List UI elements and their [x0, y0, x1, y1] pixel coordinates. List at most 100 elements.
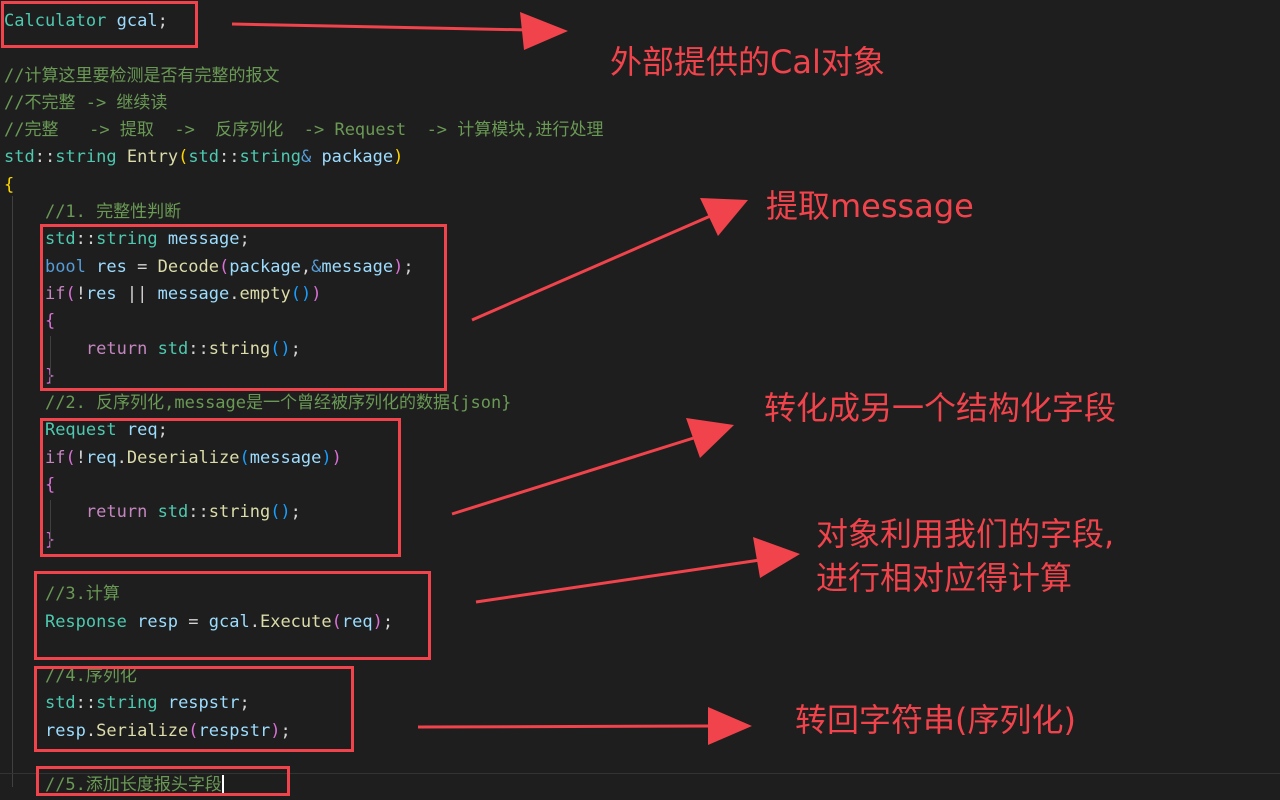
code-token: ( [331, 611, 342, 632]
code-token: //1. 完整性判断 [44, 202, 182, 223]
code-token: ( [65, 447, 76, 468]
code-line: if(!req.Deserialize(message)) [4, 445, 604, 472]
code-token: . [85, 720, 97, 741]
code-token: Response [44, 611, 127, 632]
arrow-head-compute [753, 537, 800, 578]
code-token: message [167, 229, 240, 250]
code-token: :: [75, 229, 97, 250]
code-token: return [85, 338, 148, 359]
code-token: std [157, 502, 189, 523]
highlight-box-gcal [1, 1, 198, 48]
code-line: std::string message; [4, 226, 604, 253]
code-token: string [208, 502, 271, 523]
code-token: ; [403, 256, 414, 277]
code-token: res [96, 256, 127, 277]
arrow-deserialize [451, 434, 701, 516]
code-token: req [85, 447, 117, 468]
code-token: ; [290, 338, 301, 359]
code-token: respstr [198, 720, 271, 741]
code-token: //计算这里要检测是否有完整的报文 [4, 65, 280, 86]
arrow-head-deserialize [686, 418, 734, 458]
code-token: //3.计算 [44, 584, 120, 605]
code-editor[interactable]: Calculator gcal; //计算这里要检测是否有完整的报文//不完整 … [4, 8, 604, 800]
code-line: std::string Entry(std::string& package) [4, 144, 604, 171]
code-token: if [44, 447, 66, 468]
code-line: //2. 反序列化,message是一个曾经被序列化的数据{json} [4, 390, 604, 417]
arrow-extract [471, 212, 716, 322]
code-token: ) [393, 256, 404, 277]
code-line: if(!res || message.empty()) [4, 281, 604, 308]
arrow-head-serialize [708, 707, 752, 745]
code-line: //1. 完整性判断 [4, 199, 604, 226]
code-token: req [341, 611, 373, 632]
code-line: Request req; [4, 417, 604, 444]
code-line: resp.Serialize(respstr); [4, 718, 604, 745]
code-token: ; [157, 11, 168, 31]
code-token: gcal [208, 611, 250, 632]
code-token: :: [34, 147, 56, 168]
code-line: //3.计算 [4, 581, 604, 608]
arrow-head-extract [700, 198, 748, 236]
code-token: :: [188, 338, 209, 359]
code-token: //不完整 -> 继续读 [4, 92, 168, 113]
code-token: ; [239, 693, 250, 714]
code-line: { [4, 172, 604, 199]
annotation-gcal: 外部提供的Cal对象 [610, 43, 885, 81]
code-token: string [208, 338, 271, 359]
indent-guide [50, 336, 51, 384]
annotation-extract: 提取message [766, 187, 974, 225]
code-token: ; [280, 720, 291, 741]
code-token: std [4, 147, 35, 168]
code-token: ) [321, 447, 332, 468]
highlight-box-serialize [34, 666, 354, 752]
annotation-compute: 对象利用我们的字段, 进行相对应得计算 [816, 515, 1115, 597]
code-token: std [188, 147, 220, 168]
code-token: . [249, 611, 260, 632]
code-token: ) [270, 720, 281, 741]
code-token: = [178, 611, 209, 632]
code-token: res [85, 283, 117, 304]
code-token: ; [290, 502, 301, 523]
code-token: ( [178, 147, 189, 168]
annotation-deserialize: 转化成另一个结构化字段 [764, 389, 1117, 427]
code-token: { [44, 311, 56, 332]
editor-line-divider [0, 773, 1280, 774]
code-token: package [229, 256, 301, 277]
code-token: gcal [116, 11, 158, 31]
code-token: ; [382, 611, 394, 632]
code-line: { [4, 308, 604, 335]
code-token: ) [331, 447, 342, 468]
code-line: Response resp = gcal.Execute(req); [4, 609, 604, 636]
code-token: message [249, 447, 322, 468]
code-token: //2. 反序列化,message是一个曾经被序列化的数据{json} [44, 393, 512, 414]
code-token: ( [188, 720, 199, 741]
code-token: message [321, 256, 394, 277]
code-line: std::string respstr; [4, 690, 604, 717]
code-token: //完整 -> 提取 -> 反序列化 -> Request -> 计算模块,进行… [4, 120, 604, 141]
code-line: //完整 -> 提取 -> 反序列化 -> Request -> 计算模块,进行… [4, 117, 604, 144]
code-line: return std::string(); [4, 336, 604, 363]
code-token: ( [65, 283, 76, 304]
code-token: string [55, 147, 117, 168]
code-token: respstr [167, 693, 240, 714]
code-token: std [157, 338, 189, 359]
code-token: string [96, 229, 158, 250]
code-token: if [44, 283, 66, 304]
code-token: std [44, 693, 76, 714]
arrow-serialize [417, 724, 713, 729]
code-token: () [270, 502, 291, 523]
code-token: string [239, 147, 301, 168]
code-token: ) [393, 147, 404, 168]
code-token: Request [44, 420, 117, 441]
code-token: :: [219, 147, 240, 168]
arrow-gcal [231, 22, 531, 32]
code-line: return std::string(); [4, 499, 604, 526]
code-token: req [126, 420, 158, 441]
code-line: //不完整 -> 继续读 [4, 90, 604, 117]
code-token: //4.序列化 [44, 666, 137, 687]
code-token: ( [219, 256, 230, 277]
code-token: . [229, 283, 240, 304]
code-token: ) [311, 283, 322, 304]
code-token: , [300, 256, 312, 277]
